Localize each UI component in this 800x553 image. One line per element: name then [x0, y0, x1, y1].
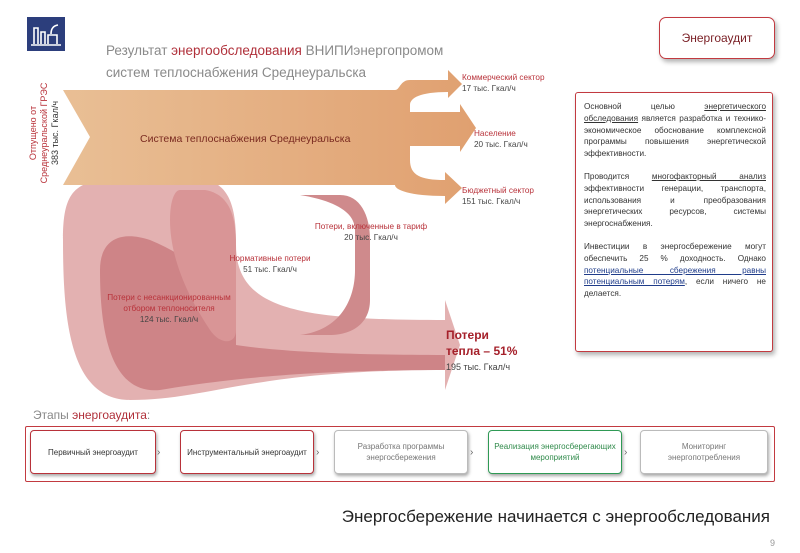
output-budget: Бюджетный сектор 151 тыс. Гкал/ч [462, 186, 534, 206]
stages-panel [25, 426, 775, 482]
stage-instrumental-audit[interactable]: Инструментальный энергоаудит [180, 430, 314, 474]
arrow-icon: › [624, 447, 628, 458]
company-logo [27, 17, 65, 51]
loss-band-tariff [300, 195, 370, 335]
stage-primary-audit[interactable]: Первичный энергоаудит [30, 430, 156, 474]
arrow-icon: › [470, 447, 474, 458]
loss-unsanctioned-label: Потери с несанкционированным отбором теп… [107, 293, 231, 324]
main-stream [63, 70, 476, 204]
stage-implementation[interactable]: Реализация энергосберегающих мероприятий [488, 430, 622, 474]
stage-program-development[interactable]: Разработка программы энергосбережения [334, 430, 468, 474]
loss-tariff-label: Потери, включенные в тариф 20 тыс. Гкал/… [314, 222, 428, 242]
audit-info-panel: Основной целью энергетического обследова… [575, 92, 773, 352]
energy-audit-box: Энергоаудит [659, 17, 775, 59]
arrow-icon: › [157, 447, 161, 458]
output-population: Население 20 тыс. Гкал/ч [474, 129, 528, 149]
page-number: 9 [770, 538, 776, 548]
loss-band-normative [170, 190, 236, 342]
system-label: Система теплоснабжения Среднеуральска [140, 133, 351, 145]
loss-normative-label: Нормативные потери 51 тыс. Гкал/ч [229, 254, 311, 274]
page-title: Результат энергообследования ВНИПИэнерго… [106, 43, 444, 80]
output-commercial: Коммерческий сектор 17 тыс. Гкал/ч [462, 73, 545, 93]
footer-slogan: Энергосбережение начинается с энергообсл… [341, 507, 770, 526]
stages-title: Этапы энергоаудита: [33, 408, 151, 422]
stage-monitoring[interactable]: Мониторинг энергопотребления [640, 430, 768, 474]
source-label: Отпущено от Среднеуральской ГРЭС 383 тыс… [28, 82, 60, 184]
arrow-icon: › [316, 447, 320, 458]
total-loss-label: Потери тепла – 51% 195 тыс. Гкал/ч [446, 328, 518, 372]
